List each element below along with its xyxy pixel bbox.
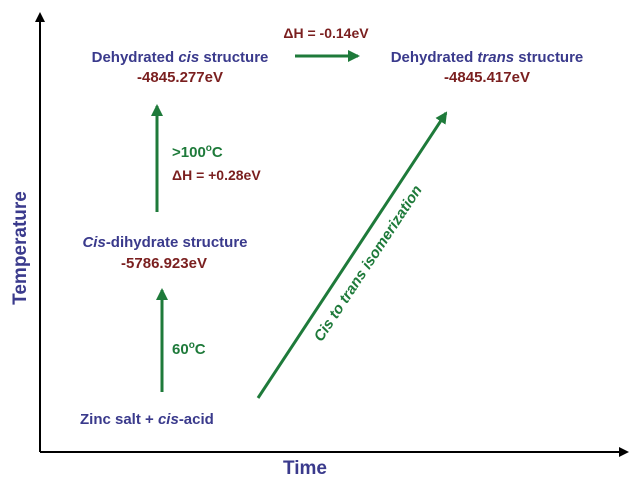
state-dehydrated-cis: Dehydrated cis structure [92,49,269,66]
energy-dehydrated-cis: -4845.277eV [137,69,223,86]
label-delta-h-minus: ΔH = -0.14eV [283,25,369,41]
energy-cis-dihydrate: -5786.923eV [121,255,207,272]
state-cis-dihydrate: Cis-dihydrate structure [82,234,247,251]
label-isomerization: Cis to trans isomerization [311,182,426,344]
label-heat-60: 60oC [172,340,206,358]
x-axis-label: Time [283,458,327,479]
energy-dehydrated-trans: -4845.417eV [444,69,530,86]
label-heat-100: >100oC [172,143,223,161]
label-delta-h-plus: ΔH = +0.28eV [172,167,261,183]
state-dehydrated-trans: Dehydrated trans structure [391,49,584,66]
state-zinc-salt: Zinc salt + cis-acid [80,411,214,428]
arrow-isomerization [256,111,448,399]
y-axis-label: Temperature [10,191,31,305]
